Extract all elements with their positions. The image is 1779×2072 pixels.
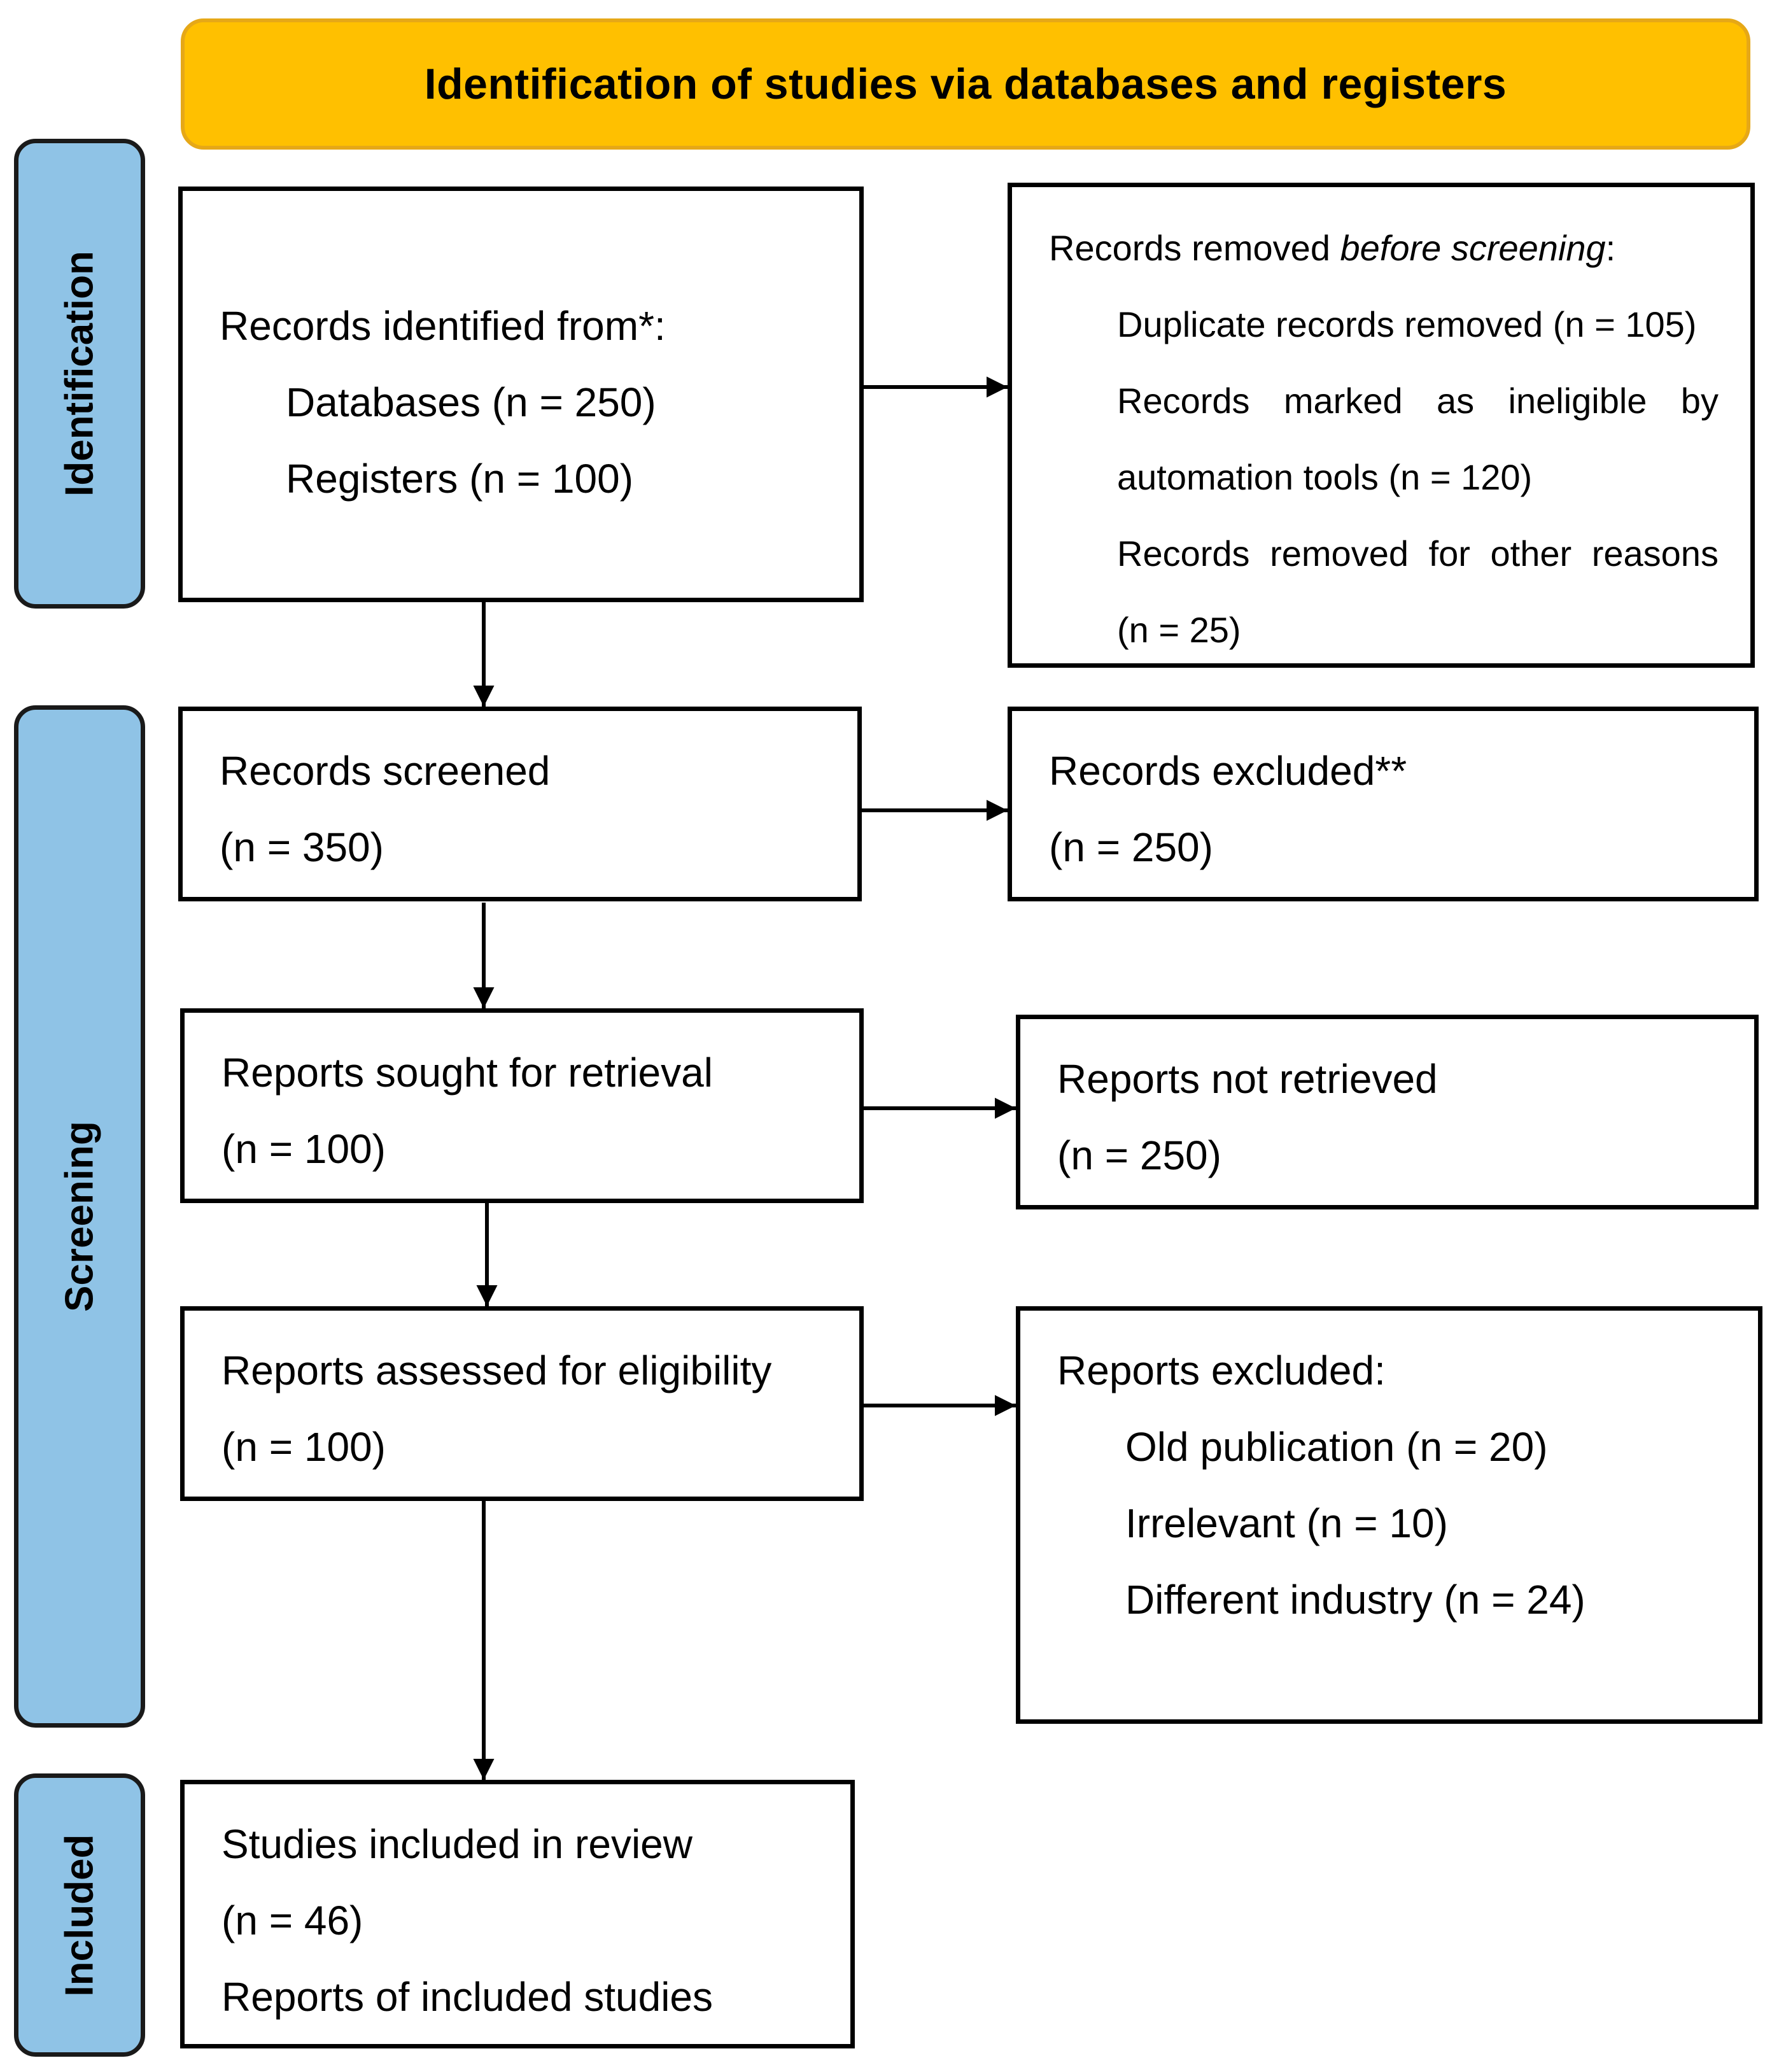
diagram-title: Identification of studies via databases … [181, 18, 1750, 150]
reports-not-retrieved-label: Reports not retrieved [1057, 1056, 1438, 1102]
reports-sought-box: Reports sought for retrieval (n = 100) [180, 1008, 864, 1203]
records-removed-other: Records removed for other reasons [1117, 533, 1719, 574]
reports-excluded-different-industry: Different industry (n = 24) [1125, 1577, 1586, 1623]
records-excluded-box: Records excluded** (n = 250) [1008, 707, 1759, 901]
reports-sought-count: (n = 100) [221, 1126, 386, 1172]
records-removed-heading: Records removed before screening: [1049, 228, 1616, 268]
reports-of-included-studies-label: Reports of included studies [221, 1974, 713, 2020]
reports-excluded-heading: Reports excluded: [1057, 1348, 1386, 1393]
records-screened-box: Records screened (n = 350) [178, 707, 862, 901]
records-excluded-count: (n = 250) [1049, 824, 1213, 870]
records-screened-label: Records screened [220, 748, 551, 794]
studies-included-count: (n = 46) [221, 1898, 363, 1943]
records-marked-ineligible-count: automation tools (n = 120) [1117, 457, 1533, 497]
records-removed-box: Records removed before screening: Duplic… [1008, 183, 1755, 668]
records-marked-ineligible: Records marked as ineligible by [1117, 381, 1719, 421]
records-screened-count: (n = 350) [220, 824, 384, 870]
duplicate-records-removed: Duplicate records removed (n = 105) [1117, 304, 1697, 344]
reports-excluded-box: Reports excluded: Old publication (n = 2… [1016, 1306, 1762, 1724]
records-identified-heading: Records identified from*: [220, 303, 666, 349]
studies-included-label: Studies included in review [221, 1821, 693, 1867]
phase-identification: Identification [14, 139, 145, 609]
records-identified-registers: Registers (n = 100) [286, 456, 634, 502]
reports-assessed-label: Reports assessed for eligibility [221, 1348, 772, 1393]
reports-excluded-old-publication: Old publication (n = 20) [1125, 1424, 1548, 1470]
records-removed-other-count: (n = 25) [1117, 610, 1241, 650]
phase-screening: Screening [14, 705, 145, 1728]
phase-included: Included [14, 1773, 145, 2057]
records-identified-box: Records identified from*: Databases (n =… [178, 187, 864, 602]
records-excluded-label: Records excluded** [1049, 748, 1407, 794]
reports-excluded-irrelevant: Irrelevant (n = 10) [1125, 1500, 1448, 1546]
records-identified-databases: Databases (n = 250) [286, 379, 656, 425]
reports-assessed-count: (n = 100) [221, 1424, 386, 1470]
studies-included-box: Studies included in review (n = 46) Repo… [180, 1780, 855, 2048]
reports-not-retrieved-box: Reports not retrieved (n = 250) [1016, 1015, 1759, 1209]
reports-not-retrieved-count: (n = 250) [1057, 1132, 1221, 1178]
reports-sought-label: Reports sought for retrieval [221, 1050, 713, 1096]
reports-assessed-box: Reports assessed for eligibility (n = 10… [180, 1306, 864, 1501]
